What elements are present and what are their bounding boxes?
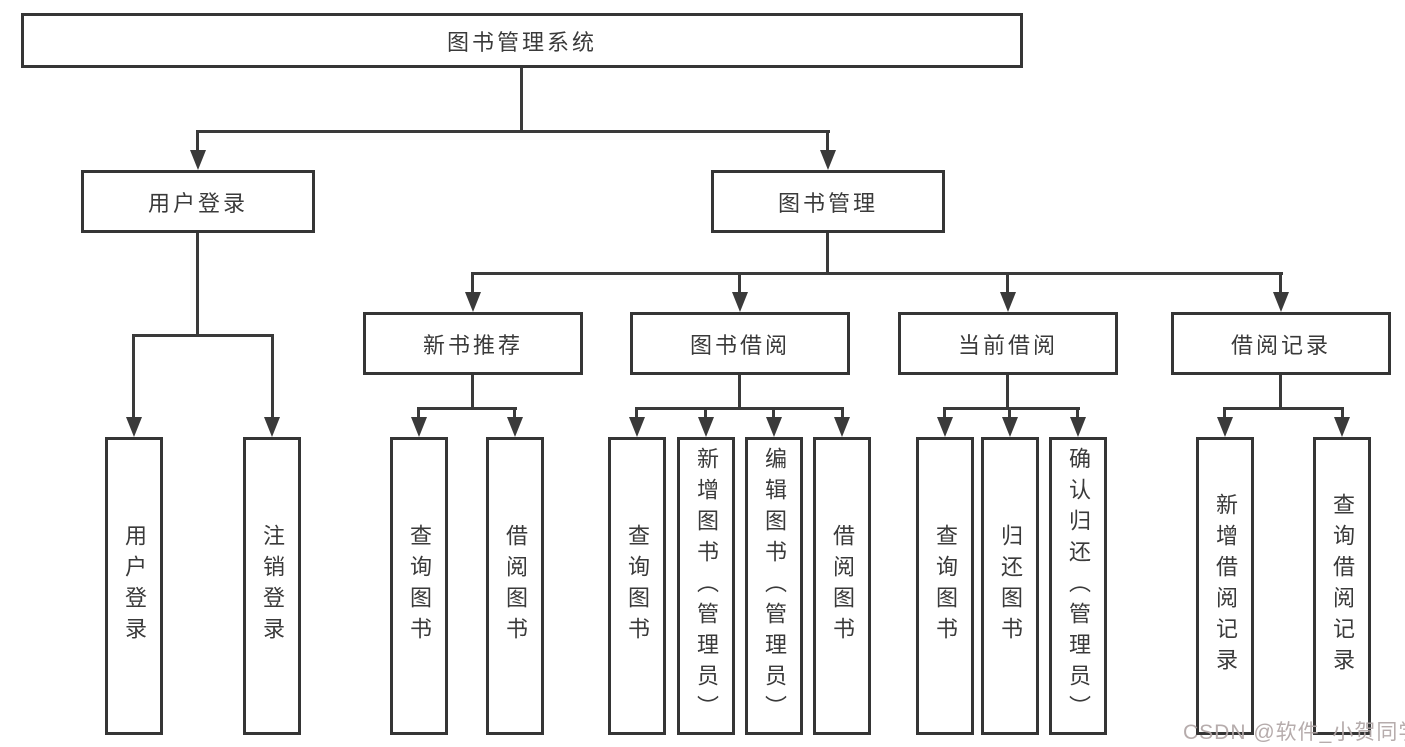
- arrowhead-leaf: [834, 417, 850, 437]
- connector-stem-leaf: [943, 407, 946, 421]
- node-user-login: 用户登录: [81, 170, 315, 233]
- leaf-label: 归还图书: [998, 524, 1023, 648]
- leaf-label: 查询图书: [407, 524, 432, 648]
- leaf-label: 新增图书（管理员）: [694, 446, 719, 726]
- leaf-add-borrow-record: 新增借阅记录: [1196, 437, 1254, 735]
- connector-stem-leaf: [1223, 407, 1226, 421]
- leaf-borrow-book-recommend: 借阅图书: [486, 437, 544, 735]
- node-label: 图书管理: [777, 190, 878, 216]
- node-label: 图书借阅: [689, 332, 790, 358]
- leaf-query-book-recommend: 查询图书: [390, 437, 448, 735]
- leaf-label: 确认归还（管理员）: [1066, 446, 1091, 726]
- csdn-watermark: CSDN @软件_小贺同学: [1183, 721, 1405, 744]
- arrowhead-leaf: [507, 417, 523, 437]
- leaf-borrow-book: 借阅图书: [813, 437, 871, 735]
- leaf-label: 新增借阅记录: [1213, 493, 1238, 679]
- arrowhead-book-borrow: [732, 292, 748, 312]
- leaf-edit-book-admin: 编辑图书（管理员）: [745, 437, 803, 735]
- leaf-add-book-admin: 新增图书（管理员）: [677, 437, 735, 735]
- leaf-label: 注销登录: [260, 524, 285, 648]
- arrowhead-user-login: [190, 150, 206, 170]
- arrowhead-login-leaf: [126, 417, 142, 437]
- node-label: 借阅记录: [1230, 332, 1331, 358]
- arrowhead-leaf: [629, 417, 645, 437]
- leaf-query-book-borrow: 查询图书: [608, 437, 666, 735]
- node-label: 当前借阅: [957, 332, 1058, 358]
- arrowhead-leaf: [1002, 417, 1018, 437]
- arrowhead-current-borrow: [1000, 292, 1016, 312]
- node-current-borrow: 当前借阅: [898, 312, 1118, 375]
- arrowhead-leaf: [937, 417, 953, 437]
- node-label: 新书推荐: [422, 332, 523, 358]
- connector-stem-new-book: [471, 272, 474, 296]
- connector-borrow-records-branch: [1223, 407, 1344, 410]
- node-root-system: 图书管理系统: [21, 13, 1023, 68]
- connector-stem-current-borrow: [1006, 272, 1009, 296]
- leaf-label: 查询图书: [933, 524, 958, 648]
- leaf-label: 编辑图书（管理员）: [762, 446, 787, 726]
- connector-stem-leaf: [1341, 407, 1344, 421]
- connector-book-mgmt-stub: [826, 233, 829, 275]
- connector-stem-leaf: [841, 407, 844, 421]
- connector-book-borrow-stub: [738, 375, 741, 410]
- leaf-label: 用户登录: [122, 524, 147, 648]
- node-borrow-records: 借阅记录: [1171, 312, 1391, 375]
- connector-stem-leaf: [417, 407, 420, 421]
- connector-user-login-branch: [132, 334, 274, 337]
- leaf-label: 借阅图书: [503, 524, 528, 648]
- arrowhead-leaf: [1217, 417, 1233, 437]
- arrowhead-leaf: [1070, 417, 1086, 437]
- connector-book-borrow-branch: [635, 407, 844, 410]
- node-book-borrow: 图书借阅: [630, 312, 850, 375]
- connector-stem-leaf: [635, 407, 638, 421]
- leaf-confirm-return-admin: 确认归还（管理员）: [1049, 437, 1107, 735]
- node-book-management: 图书管理: [711, 170, 945, 233]
- leaf-label: 查询图书: [625, 524, 650, 648]
- connector-user-login-stub: [196, 233, 199, 337]
- connector-stem-leaf: [1076, 407, 1079, 421]
- connector-current-borrow-stub: [1006, 375, 1009, 410]
- connector-stem-logout-leaf: [271, 334, 274, 420]
- connector-new-book-stub: [471, 375, 474, 410]
- leaf-logout: 注销登录: [243, 437, 301, 735]
- connector-stem-login-leaf: [132, 334, 135, 420]
- arrowhead-new-book: [465, 292, 481, 312]
- connector-stem-user-login: [196, 130, 199, 158]
- connector-root-stub: [520, 68, 523, 130]
- connector-current-borrow-branch: [943, 407, 1080, 410]
- node-root-label: 图书管理系统: [446, 29, 597, 55]
- arrowhead-book-mgmt: [820, 150, 836, 170]
- arrowhead-logout-leaf: [264, 417, 280, 437]
- connector-stem-leaf: [772, 407, 775, 421]
- leaf-user-login: 用户登录: [105, 437, 163, 735]
- connector-stem-borrow-records: [1279, 272, 1282, 296]
- connector-stem-leaf: [513, 407, 516, 421]
- leaf-return-book: 归还图书: [981, 437, 1039, 735]
- node-label: 用户登录: [147, 190, 248, 216]
- arrowhead-leaf: [1334, 417, 1350, 437]
- connector-stem-leaf: [1008, 407, 1011, 421]
- connector-new-book-branch: [417, 407, 517, 410]
- leaf-query-book-current: 查询图书: [916, 437, 974, 735]
- connector-stem-leaf: [704, 407, 707, 421]
- connector-stem-book-mgmt: [826, 130, 829, 158]
- leaf-label: 借阅图书: [830, 524, 855, 648]
- arrowhead-leaf: [698, 417, 714, 437]
- arrowhead-leaf: [766, 417, 782, 437]
- leaf-label: 查询借阅记录: [1330, 493, 1355, 679]
- arrowhead-borrow-records: [1273, 292, 1289, 312]
- connector-borrow-records-stub: [1279, 375, 1282, 410]
- connector-book-mgmt-branch: [471, 272, 1283, 275]
- node-new-book-recommend: 新书推荐: [363, 312, 583, 375]
- leaf-query-borrow-record: 查询借阅记录: [1313, 437, 1371, 735]
- connector-stem-book-borrow: [738, 272, 741, 296]
- arrowhead-leaf: [411, 417, 427, 437]
- connector-root-branch: [196, 130, 830, 133]
